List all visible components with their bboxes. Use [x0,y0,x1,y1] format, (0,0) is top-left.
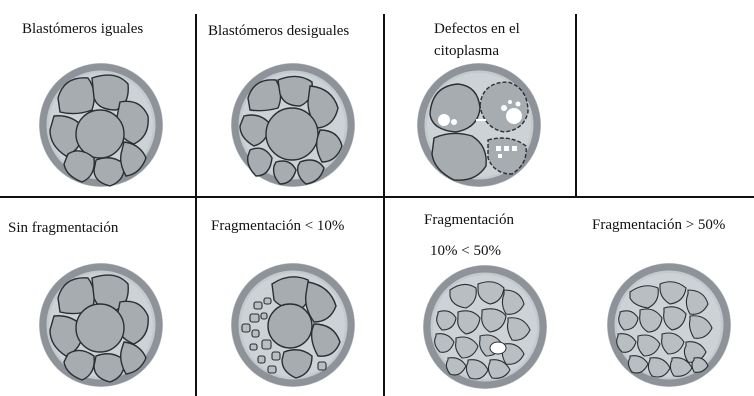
label-fragmentacion-10: Fragmentación < 10% [211,218,345,234]
embryo-blastomeros-desiguales [231,63,355,187]
embryo-defectos-citoplasma [417,63,541,187]
vertical-divider-2 [383,14,385,396]
label-defectos-citoplasma-line1: Defectos en el [434,21,520,37]
embryo-blastomeros-iguales [39,63,163,187]
embryo-fragmentacion-mayor-50 [607,263,731,387]
label-defectos-citoplasma-line2: citoplasma [434,43,499,59]
label-blastomeros-desiguales: Blastómeros desiguales [208,23,350,39]
label-fragmentacion-10-50-line2: 10% < 50% [430,243,501,259]
label-fragmentacion-10-50-line1: Fragmentación [424,212,514,228]
embryo-fragmentacion-10-50 [423,265,547,389]
label-blastomeros-iguales: Blastómeros iguales [22,21,144,37]
vertical-divider-1 [195,14,197,396]
label-sin-fragmentacion: Sin fragmentación [8,220,119,236]
embryo-sin-fragmentacion [39,263,163,387]
horizontal-divider [0,196,754,198]
label-fragmentacion-50: Fragmentación > 50% [592,217,726,233]
embryo-fragmentacion-menor-10 [231,263,355,387]
vertical-divider-3 [575,14,577,196]
